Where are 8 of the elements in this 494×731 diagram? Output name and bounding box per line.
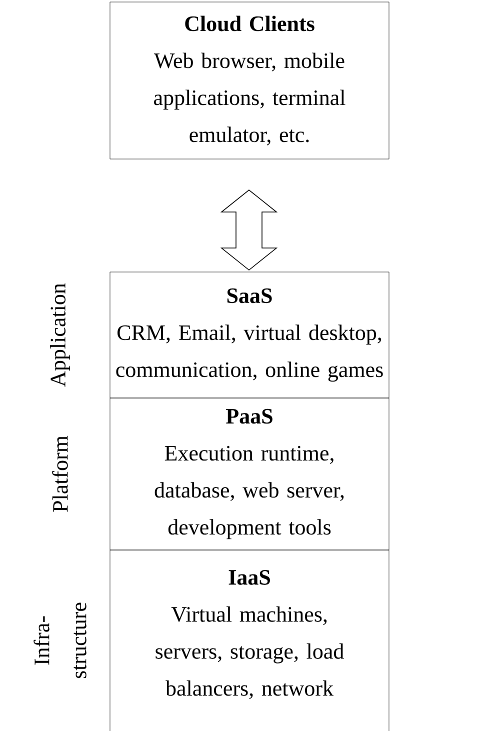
layer-box: PaaS Execution runtime, database, web server, development tools — [110, 398, 390, 550]
side-label: Application — [50, 283, 70, 387]
layer-box: Cloud Clients Web browser, mobile applications, terminal emulator, etc. — [110, 2, 390, 160]
side-label: Infra- structure — [34, 602, 86, 678]
side-label: Platform — [52, 436, 68, 512]
layer-box: IaaS Virtual machines, servers, storage, load balancers, network — [110, 550, 390, 731]
double-arrow — [220, 190, 278, 271]
layer-box: SaaS CRM, Email, virtual desktop, communication, online games — [110, 272, 390, 398]
